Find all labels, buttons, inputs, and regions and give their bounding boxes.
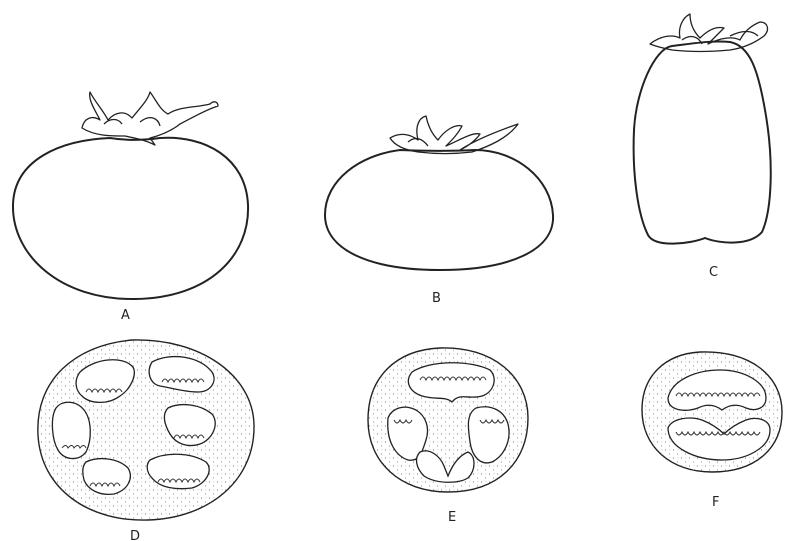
tomato-e-section [368,348,528,492]
label-e: E [448,510,456,525]
tomato-b-whole [325,116,553,270]
tomato-c-whole [634,14,771,244]
label-b: B [432,291,441,306]
tomato-a-calyx [82,92,218,145]
label-a: A [121,308,130,323]
tomato-f-section [642,352,782,472]
label-c: C [709,265,718,280]
label-f: F [712,495,719,510]
tomato-b-calyx [390,116,518,154]
label-d: D [130,529,140,541]
tomato-d-section [38,340,254,520]
tomato-a-whole [13,92,248,299]
